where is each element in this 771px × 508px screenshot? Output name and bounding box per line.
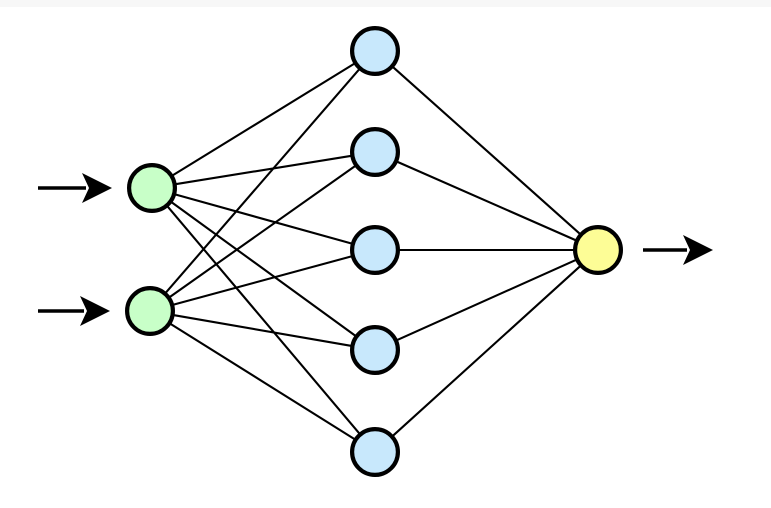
nodes-group: [124, 26, 623, 478]
edge-i2-h4: [171, 313, 354, 348]
edge-h4-o1: [394, 258, 579, 342]
edge-i1-h1: [170, 61, 357, 178]
edge-i1-h2: [173, 154, 354, 186]
edge-i1-h5: [165, 204, 362, 436]
input-arrow-top-head: [82, 173, 112, 203]
arrows-group: [38, 173, 713, 326]
edge-h2-o1: [395, 160, 578, 242]
node-h5-hidden[interactable]: [350, 427, 401, 478]
edge-h1-o1: [391, 65, 582, 236]
node-h4-hidden[interactable]: [350, 325, 401, 376]
output-arrow-head: [683, 235, 713, 265]
node-i2-input[interactable]: [124, 286, 175, 337]
node-i1-input[interactable]: [127, 163, 178, 214]
edge-i2-h1: [164, 67, 362, 295]
node-h1-hidden[interactable]: [350, 26, 401, 76]
edge-i1-h3: [173, 193, 354, 245]
node-o1-output[interactable]: [572, 225, 623, 276]
node-h3-hidden[interactable]: [350, 225, 401, 276]
input-arrow-top: [38, 173, 112, 203]
edge-i2-h2: [167, 164, 358, 299]
edges-group: [164, 61, 583, 441]
edge-h5-o1: [390, 264, 583, 438]
top-background-band: [0, 0, 771, 7]
edge-i2-h3: [171, 254, 354, 307]
output-arrow: [643, 235, 713, 265]
input-arrow-bottom-head: [80, 296, 110, 326]
edge-i2-h5: [168, 322, 357, 441]
node-h2-hidden[interactable]: [350, 127, 401, 178]
edge-i1-h4: [169, 200, 358, 338]
input-arrow-bottom: [38, 296, 110, 326]
